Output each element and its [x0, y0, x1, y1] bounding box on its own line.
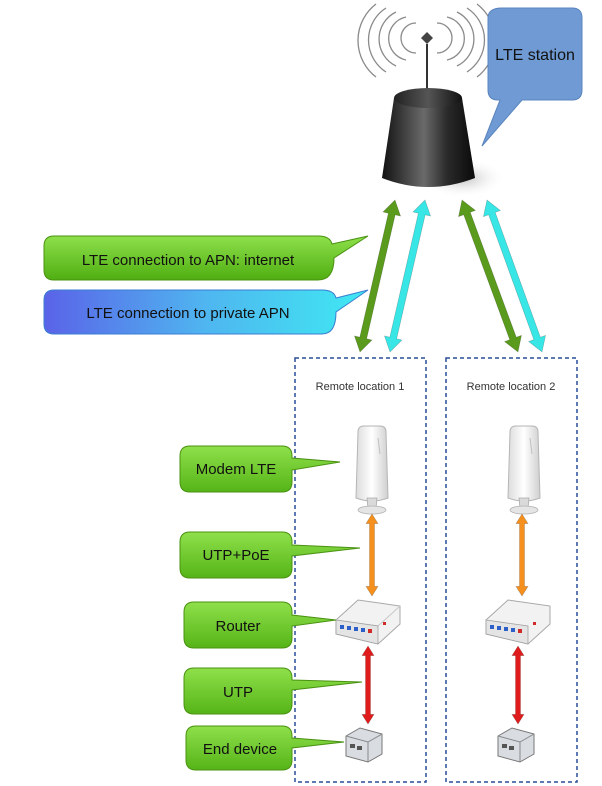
lte-links — [354, 199, 546, 353]
internet-link-location-1 — [354, 199, 401, 353]
lte-modem-icon — [507, 425, 541, 515]
remote-location-1-label: Remote location 1 — [316, 381, 405, 393]
private-link-location-1 — [384, 199, 431, 353]
internet-apn-callout: LTE connection to APN: internet — [43, 235, 369, 281]
lte-station-callout: LTE station — [481, 7, 583, 147]
end-device-icon — [345, 727, 383, 763]
cable-links — [361, 513, 529, 725]
private-link-location-2 — [483, 199, 546, 353]
utp-cable-location-1 — [361, 645, 375, 725]
lte-station-label: LTE station — [495, 47, 575, 64]
end-device-label: End device — [203, 741, 277, 758]
private-apn-label: LTE connection to private APN — [86, 305, 289, 322]
internet-link-location-2 — [458, 199, 522, 353]
router-label: Router — [215, 618, 260, 635]
modem-lte-label: Modem LTE — [196, 461, 277, 478]
poe-cable-location-2 — [515, 513, 529, 597]
callout-utp: UTP — [183, 667, 363, 715]
lte-modem-icon — [355, 425, 389, 515]
remote-location-1: Remote location 1 — [294, 357, 427, 783]
internet-apn-label: LTE connection to APN: internet — [82, 252, 295, 269]
callout-utp-poe: UTP+PoE — [179, 531, 361, 579]
tower-icon — [382, 93, 475, 187]
utp-label: UTP — [223, 684, 253, 701]
utp-cable-location-2 — [511, 645, 525, 725]
end-device-icon — [497, 727, 535, 763]
utp-poe-label: UTP+PoE — [202, 547, 269, 564]
callout-modem-lte: Modem LTE — [179, 445, 341, 493]
poe-cable-location-1 — [365, 513, 379, 597]
lte-station — [357, 3, 506, 198]
router-icon — [485, 599, 551, 645]
radio-wave-icon — [357, 3, 496, 78]
callout-end-device: End device — [185, 725, 345, 771]
remote-location-2-label: Remote location 2 — [467, 381, 556, 393]
router-icon — [335, 599, 401, 645]
callout-router: Router — [183, 601, 337, 649]
remote-location-2: Remote location 2 — [445, 357, 578, 783]
private-apn-callout: LTE connection to private APN — [43, 289, 369, 335]
